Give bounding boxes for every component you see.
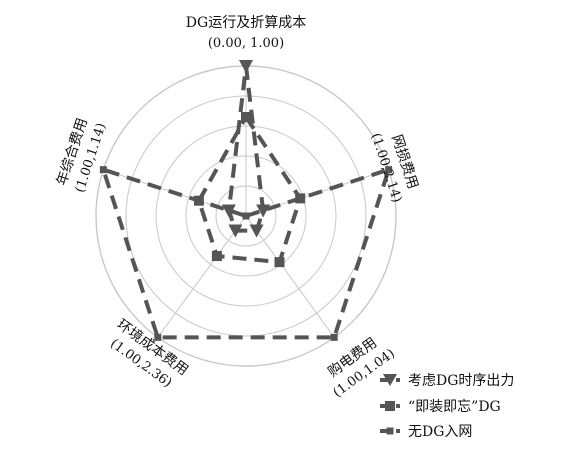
axis-label-0-line1: DG运行及折算成本 xyxy=(186,15,306,31)
legend-label-2: 无DG入网 xyxy=(408,424,472,440)
legend-item-0: 考虑DG时序出力 xyxy=(380,373,514,389)
series-line-2 xyxy=(101,167,391,340)
legend-label-1: “即装即忘”DG xyxy=(408,399,501,415)
series-2 xyxy=(99,166,393,341)
point-0-0 xyxy=(239,60,253,73)
series-line-0 xyxy=(226,64,266,233)
point-0-3 xyxy=(228,224,243,238)
point-0-2 xyxy=(249,224,264,238)
legend: 考虑DG时序出力 “即装即忘”DG 无DG入网 xyxy=(380,373,514,440)
point-0-4 xyxy=(221,204,236,218)
axis-spoke-2 xyxy=(245,215,335,338)
point-1-2 xyxy=(274,257,285,268)
axis-spoke-3 xyxy=(157,215,247,338)
legend-item-1: “即装即忘”DG xyxy=(380,399,501,415)
point-2-0 xyxy=(242,212,250,220)
point-1-0 xyxy=(241,112,251,122)
point-1-3 xyxy=(211,251,222,262)
legend-item-2: 无DG入网 xyxy=(380,424,472,440)
legend-label-0: 考虑DG时序出力 xyxy=(408,373,514,389)
point-2-4 xyxy=(99,166,107,174)
series-0 xyxy=(221,60,271,238)
point-2-1 xyxy=(385,166,393,174)
series-line-1 xyxy=(196,115,303,265)
series-layer xyxy=(99,60,393,341)
series-1 xyxy=(193,112,306,268)
axis-label-0-line2: (0.00, 1.00) xyxy=(208,36,284,51)
axis-labels: DG运行及折算成本 (0.00, 1.00) 网损费用 (1.00,2.14) … xyxy=(54,15,421,401)
point-2-3 xyxy=(154,333,162,341)
point-2-2 xyxy=(330,333,338,341)
